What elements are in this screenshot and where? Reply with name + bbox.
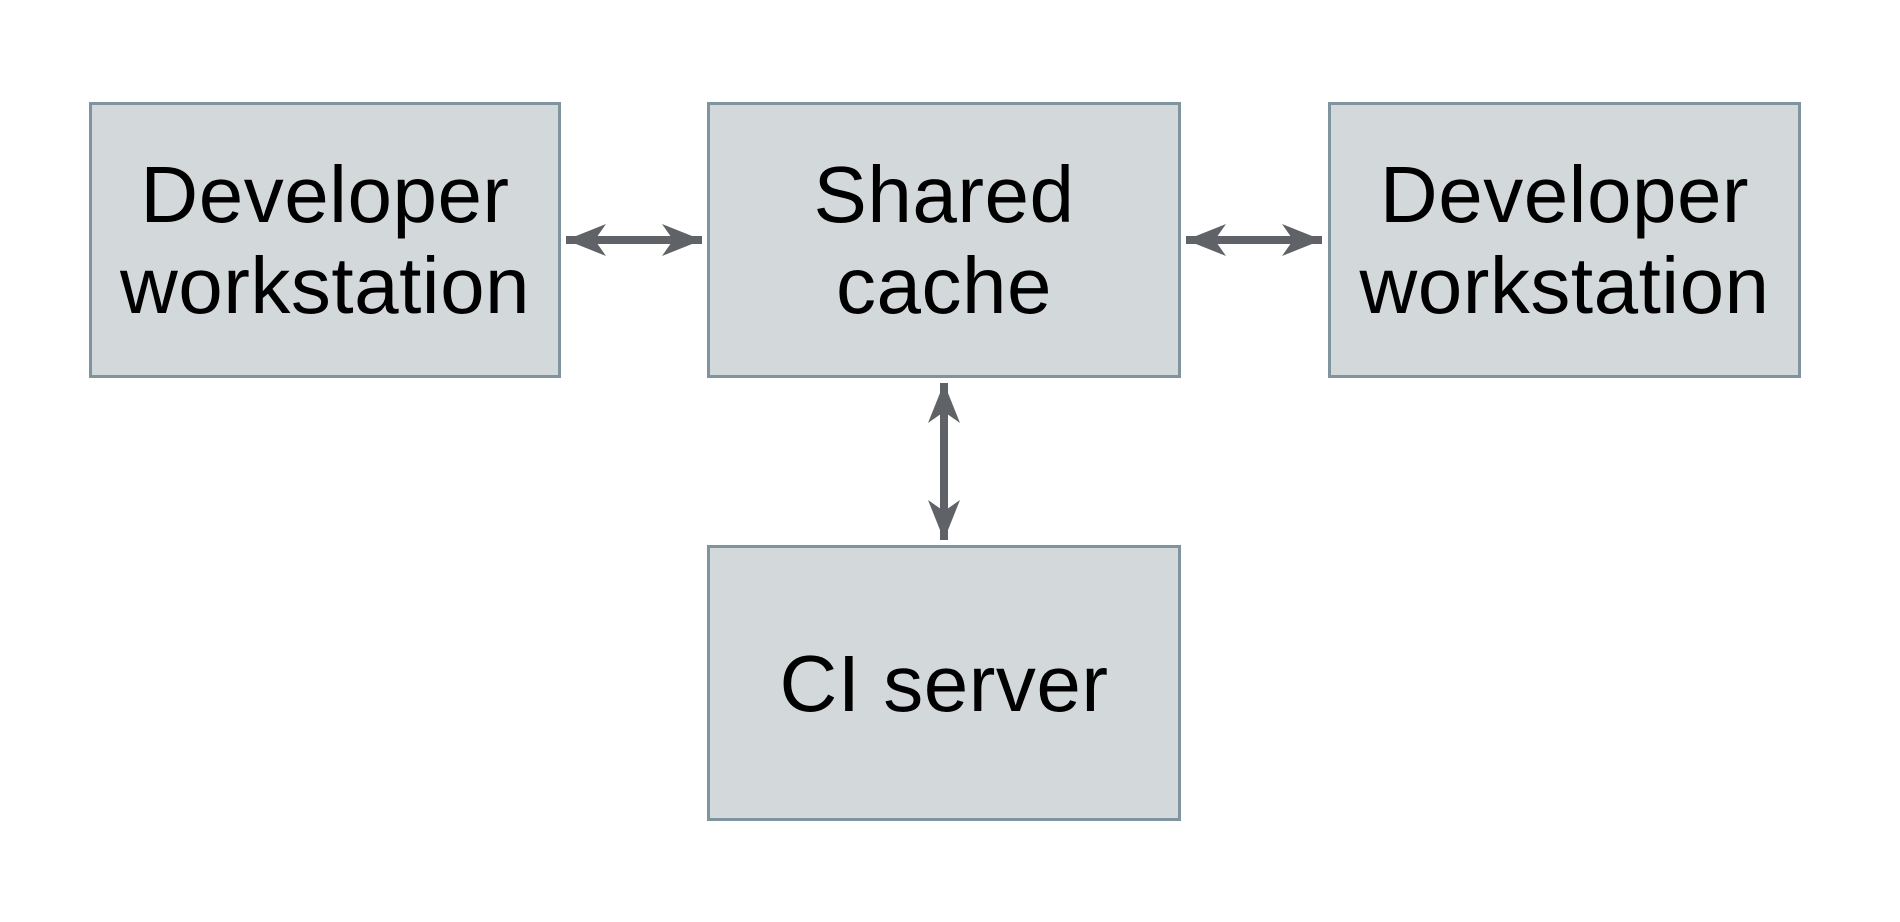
node-label-line: cache (836, 241, 1052, 330)
node-shared-cache: Shared cache (707, 102, 1181, 378)
node-label-line: workstation (119, 241, 531, 330)
node-developer-workstation-right: Developer workstation (1328, 102, 1801, 378)
node-ci-server: CI server (707, 545, 1181, 821)
node-label-line: CI server (779, 638, 1109, 728)
node-developer-workstation-left: Developer workstation (89, 102, 561, 378)
node-label-line: Developer (140, 150, 510, 239)
node-label-line: Shared (813, 150, 1075, 239)
node-label-line: workstation (1359, 241, 1770, 330)
node-label-line: Developer (1379, 150, 1750, 239)
